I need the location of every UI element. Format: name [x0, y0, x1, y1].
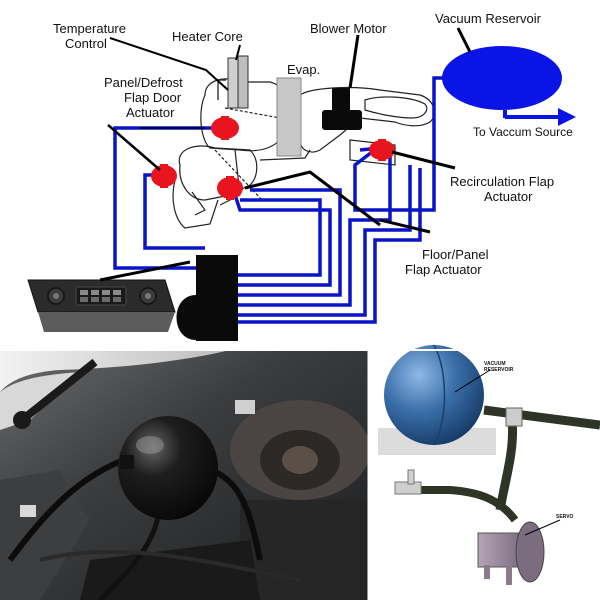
vacuum-control-head	[176, 255, 238, 341]
evaporator	[276, 77, 302, 157]
label-to-vacuum-source: To Vaccum Source	[473, 125, 573, 139]
leader-lines	[99, 27, 472, 282]
climate-control-panel	[27, 279, 176, 332]
blower-housing	[299, 86, 435, 166]
actuators	[151, 116, 395, 200]
label-heater-core: Heater Core	[172, 29, 243, 44]
heater-core	[217, 55, 249, 109]
to-vacuum-source-arrow	[503, 108, 576, 126]
blower-motor	[322, 88, 362, 130]
panel-defrost-actuator	[211, 116, 239, 140]
label-blower-motor: Blower Motor	[310, 21, 387, 36]
label-servo: SERVO	[556, 514, 574, 520]
floor-panel-actuator	[217, 176, 243, 200]
illustration-reservoir-sphere	[384, 345, 484, 445]
left-flap-actuator	[151, 164, 177, 188]
label-evap: Evap.	[287, 62, 320, 77]
engine-bay-photo	[0, 350, 370, 600]
servo	[477, 521, 545, 585]
vacuum-reservoir	[442, 46, 562, 110]
label-vacuum-reservoir: Vacuum Reservoir	[435, 11, 542, 26]
recirculation-actuator	[369, 139, 395, 161]
